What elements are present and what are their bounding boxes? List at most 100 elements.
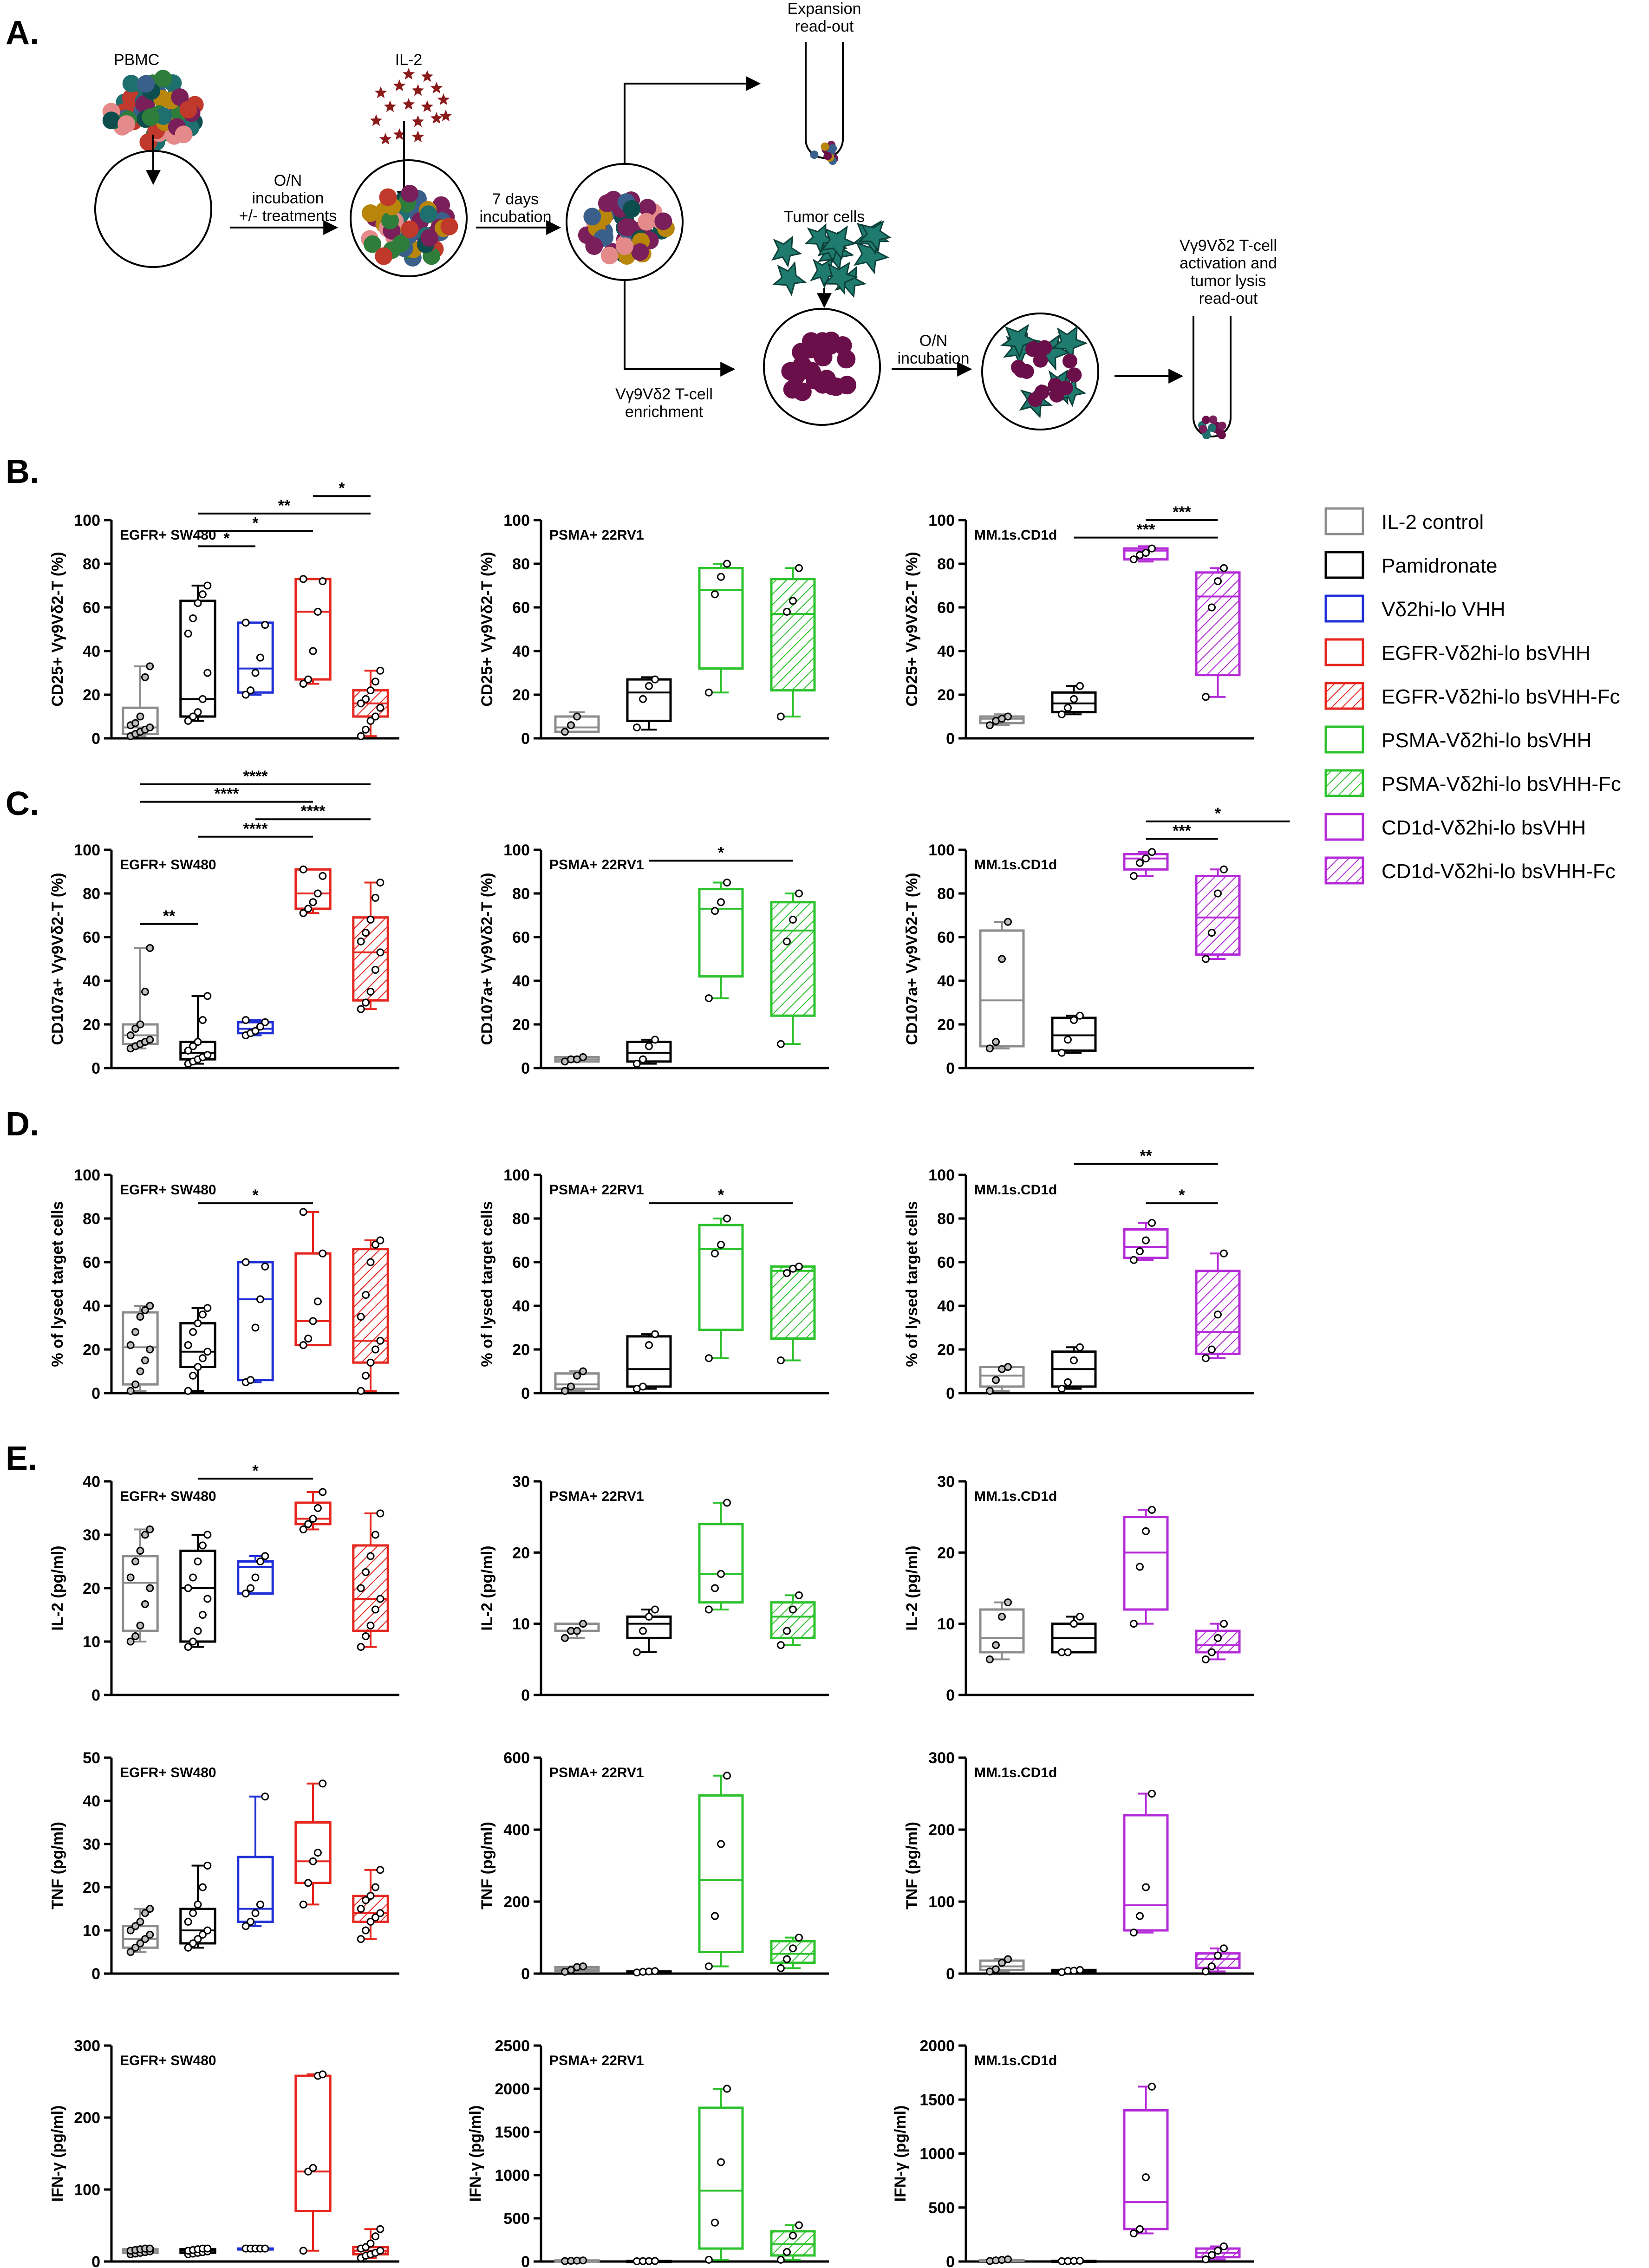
data-point	[371, 966, 379, 974]
y-tick-label: 60	[512, 1254, 530, 1271]
y-tick-label: 2500	[495, 2037, 530, 2055]
box-group	[626, 1605, 672, 1656]
y-tick-label: 0	[91, 1385, 100, 1402]
cell-dot	[654, 212, 672, 230]
y-tick-label: 40	[83, 1792, 100, 1810]
data-point	[313, 889, 322, 898]
data-point	[1207, 603, 1216, 612]
data-point	[376, 704, 385, 712]
box-group	[979, 1598, 1025, 1663]
data-point	[579, 1053, 587, 1061]
box	[979, 1608, 1025, 1654]
box-group	[979, 1363, 1025, 1395]
data-point	[319, 2070, 327, 2079]
data-point	[126, 1948, 135, 1956]
box-group	[294, 2070, 332, 2255]
well3-cell-cluster	[578, 190, 675, 265]
significance-label: **	[163, 907, 176, 925]
data-point	[776, 1964, 785, 1972]
data-point	[136, 1917, 144, 1926]
cell-dot	[364, 235, 382, 253]
data-point	[136, 1547, 144, 1555]
significance-label: ***	[1173, 503, 1191, 521]
data-point	[371, 1531, 379, 1539]
data-point	[651, 1036, 659, 1044]
data-point	[184, 629, 192, 638]
data-point	[319, 872, 327, 880]
data-point	[194, 1038, 202, 1046]
data-point	[1004, 918, 1012, 926]
data-point	[651, 1967, 659, 1975]
legend-label: CD1d-Vδ2hi-lo bsVHH-Fc	[1382, 860, 1616, 883]
data-point	[723, 560, 731, 568]
box-group	[979, 1955, 1025, 1975]
cell-dot	[1217, 430, 1226, 439]
box	[770, 578, 816, 692]
box-group	[770, 889, 816, 1048]
y-tick-label: 50	[83, 1749, 100, 1767]
data-point	[256, 1295, 264, 1303]
data-point	[198, 1016, 207, 1024]
data-point	[1004, 1363, 1012, 1371]
cell-dot	[122, 75, 140, 93]
data-point	[561, 1387, 569, 1395]
box-group	[554, 1620, 600, 1642]
chart-title: PSMA+ 22RV1	[549, 1182, 644, 1198]
data-point	[639, 695, 647, 703]
y-tick-label: 60	[83, 929, 100, 946]
cell-dot	[1209, 415, 1218, 424]
data-point	[299, 575, 307, 583]
box-group	[1051, 1011, 1097, 1057]
data-point	[651, 2257, 659, 2265]
chart-title: EGFR+ SW480	[120, 528, 216, 543]
data-point	[141, 988, 149, 996]
data-point	[304, 675, 313, 684]
data-point	[184, 1341, 192, 1349]
data-point	[651, 1605, 659, 1614]
data-point	[1129, 1256, 1138, 1264]
data-point	[1220, 2242, 1228, 2250]
data-point	[136, 1939, 144, 1948]
data-point	[304, 1520, 313, 1528]
y-axis-label: CD107a+ Vγ9Vδ2-T (%)	[478, 873, 496, 1045]
data-point	[1220, 1249, 1228, 1258]
data-point	[782, 1269, 791, 1277]
chart-title: EGFR+ SW480	[120, 1182, 216, 1198]
y-tick-label: 0	[946, 1385, 955, 1402]
il2-star-icon	[374, 86, 387, 98]
data-point	[1004, 712, 1012, 721]
cell-dot	[1208, 424, 1217, 432]
data-point	[131, 1328, 140, 1336]
data-point	[1135, 1247, 1144, 1255]
data-point	[131, 1558, 140, 1565]
y-axis-label: CD25+ Vγ9Vδ2-T (%)	[49, 552, 66, 706]
cell-dot	[401, 220, 419, 238]
box	[1123, 1228, 1169, 1259]
y-tick-label: 40	[83, 1297, 100, 1315]
data-point	[366, 1892, 375, 1900]
box-group	[1123, 1790, 1169, 1937]
y-tick-label: 60	[937, 1254, 955, 1271]
data-point	[189, 1371, 197, 1380]
legend-label: PSMA-Vδ2hi-lo bsVHH-Fc	[1382, 773, 1621, 795]
data-point	[795, 1934, 803, 1942]
box	[1123, 547, 1169, 561]
data-point	[241, 1590, 250, 1597]
data-point	[789, 597, 797, 605]
data-point	[1063, 1648, 1072, 1656]
data-point	[146, 1302, 154, 1310]
data-point	[1148, 848, 1156, 856]
data-point	[717, 1840, 725, 1848]
cell-dot	[171, 88, 189, 106]
data-point	[704, 2255, 713, 2264]
data-point	[319, 577, 327, 586]
y-tick-label: 20	[937, 1341, 955, 1359]
data-point	[256, 653, 264, 662]
data-point	[141, 1909, 149, 1917]
data-point	[362, 1896, 370, 1904]
y-tick-label: 0	[91, 1060, 100, 1077]
data-point	[1076, 1011, 1084, 1020]
